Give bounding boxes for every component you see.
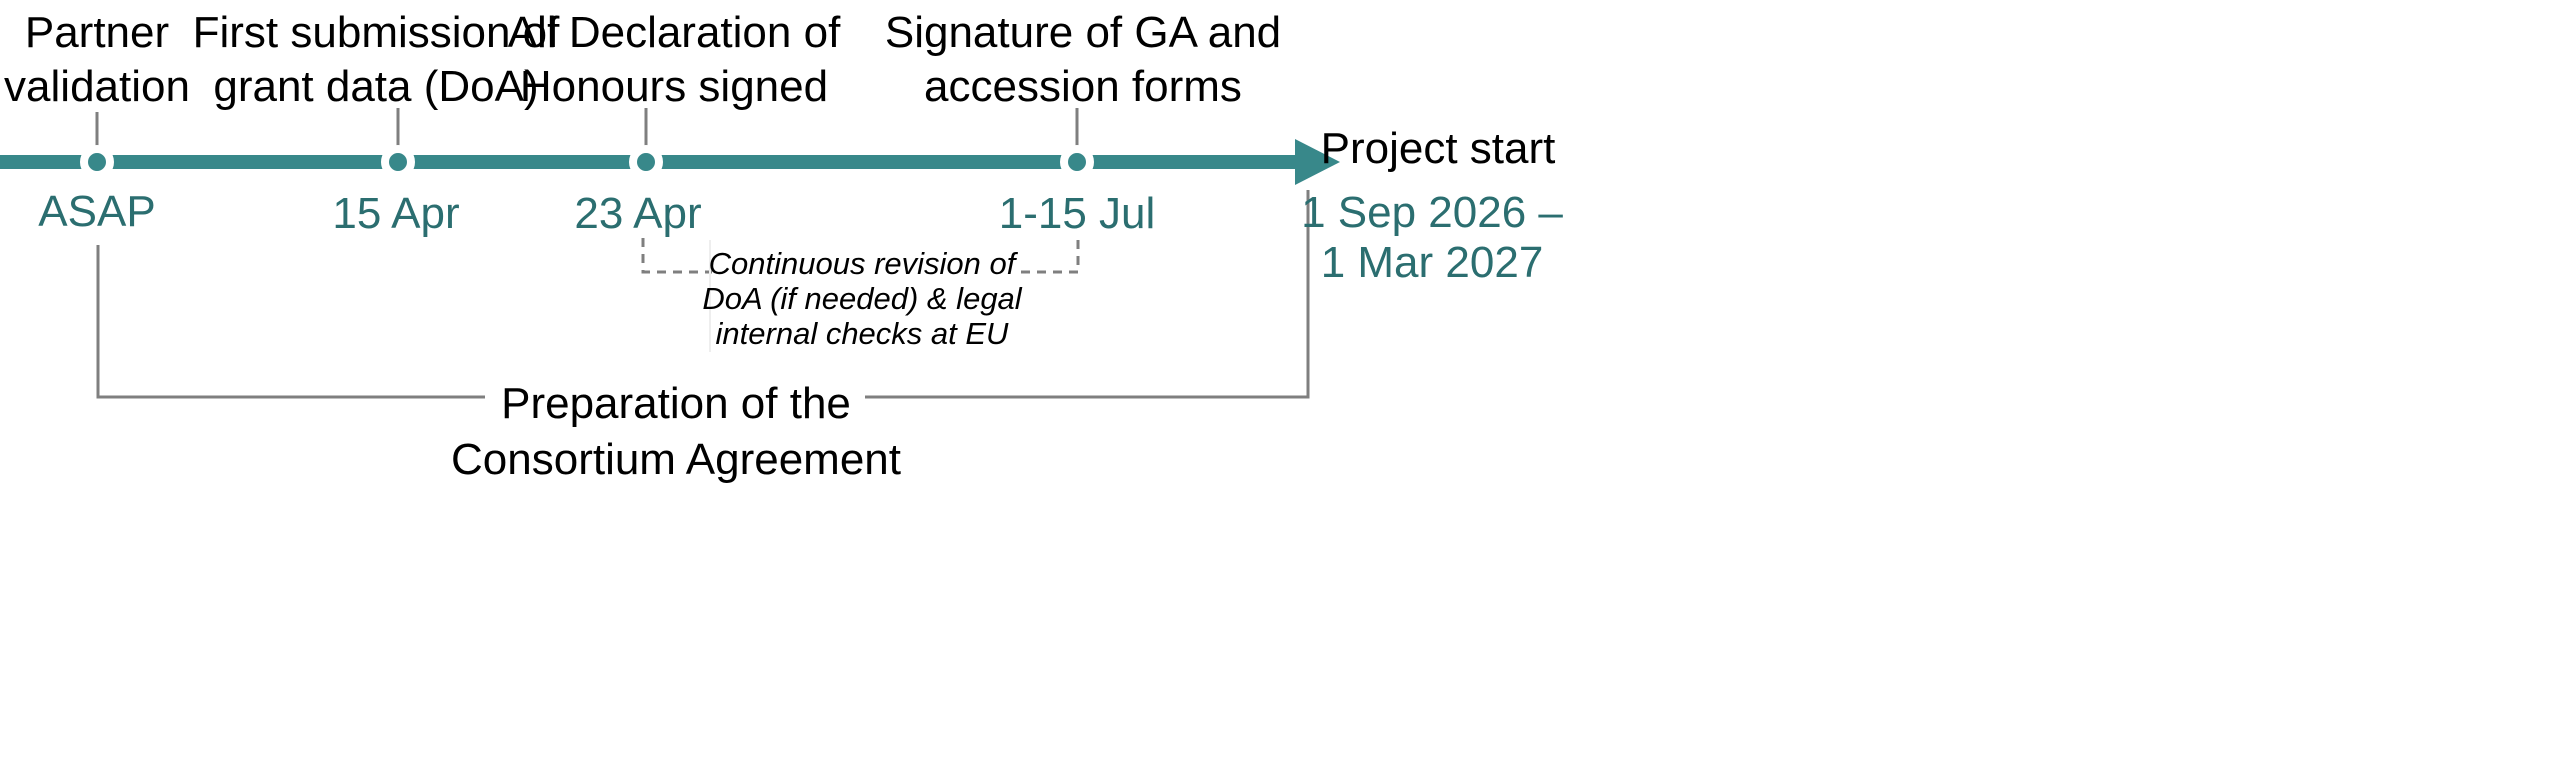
milestone-date-1: ASAP (38, 187, 156, 236)
milestone-dot-4 (1060, 145, 1094, 179)
timeline-arrowhead (1295, 139, 1340, 185)
label-line: Consortium Agreement (451, 435, 901, 484)
milestone-dot-3 (629, 145, 663, 179)
milestone-title-2: First submission of grant data (DoA) (193, 6, 560, 114)
title-line: grant data (DoA) (213, 62, 539, 111)
title-line: Partner (24, 8, 170, 57)
date-line: 1 Mar 2027 (1320, 238, 1544, 287)
title-line: First submission of (192, 8, 560, 57)
consortium-bracket-right (865, 190, 1310, 399)
note-line: DoA (if needed) & legal (702, 281, 1022, 316)
milestone-dot-1 (80, 145, 114, 179)
milestone-date-4: 1-15 Jul (998, 189, 1156, 238)
note-line: Continuous revision of (708, 246, 1016, 281)
date-line: 1 Sep 2026 – (1301, 188, 1563, 237)
title-line: Honours signed (519, 62, 829, 111)
milestone-date-3: 23 Apr (574, 189, 702, 238)
revision-dash-left (641, 238, 712, 274)
title-line: All Declaration of (507, 8, 841, 57)
milestone-dots (80, 145, 1094, 179)
milestone-title-4: Signature of GA and accession forms (885, 6, 1281, 114)
consortium-bracket-left (96, 245, 485, 399)
project-start-dates: 1 Sep 2026 –1 Mar 2027 (1301, 188, 1563, 288)
revision-dash-right (1015, 240, 1080, 274)
title-line: Signature of GA and (884, 8, 1282, 57)
title-line: validation (4, 62, 190, 111)
project-start-title: Project start (1320, 124, 1556, 173)
title-line: accession forms (924, 62, 1242, 111)
milestone-title-3: All Declaration of Honours signed (508, 6, 841, 114)
milestone-date-2: 15 Apr (332, 189, 460, 238)
milestone-title-1: Partner validation (4, 6, 190, 114)
milestone-dot-2 (381, 145, 415, 179)
label-line: Preparation of the (501, 379, 851, 428)
note-line: internal checks at EU (715, 316, 1009, 351)
